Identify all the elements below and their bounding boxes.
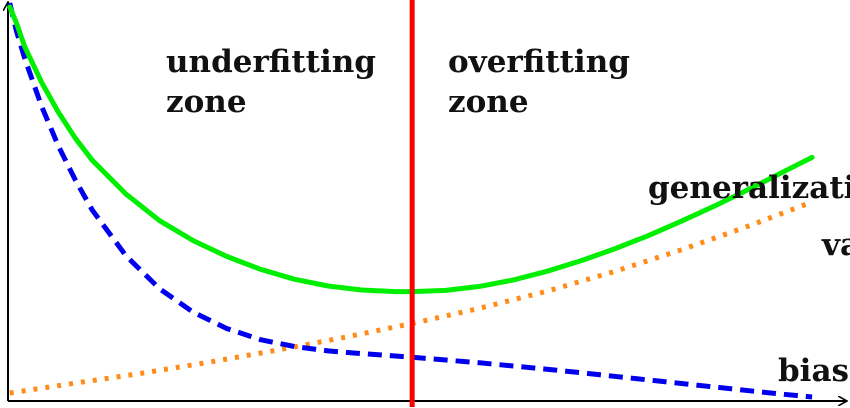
- generalization-series-label: generalization: [648, 170, 850, 206]
- bias-series-label: bias: [778, 353, 849, 389]
- underfitting-zone-label-line1: underfitting: [166, 44, 376, 80]
- bias-series-line: [7, 2, 813, 400]
- generalization-series-line: [7, 4, 815, 295]
- underfitting-zone-label-line2: zone: [166, 84, 247, 120]
- overfitting-zone-label-line1: overfitting: [448, 44, 630, 80]
- variance-series-label: variance: [821, 227, 850, 263]
- overfitting-zone-label-line2: zone: [448, 84, 529, 120]
